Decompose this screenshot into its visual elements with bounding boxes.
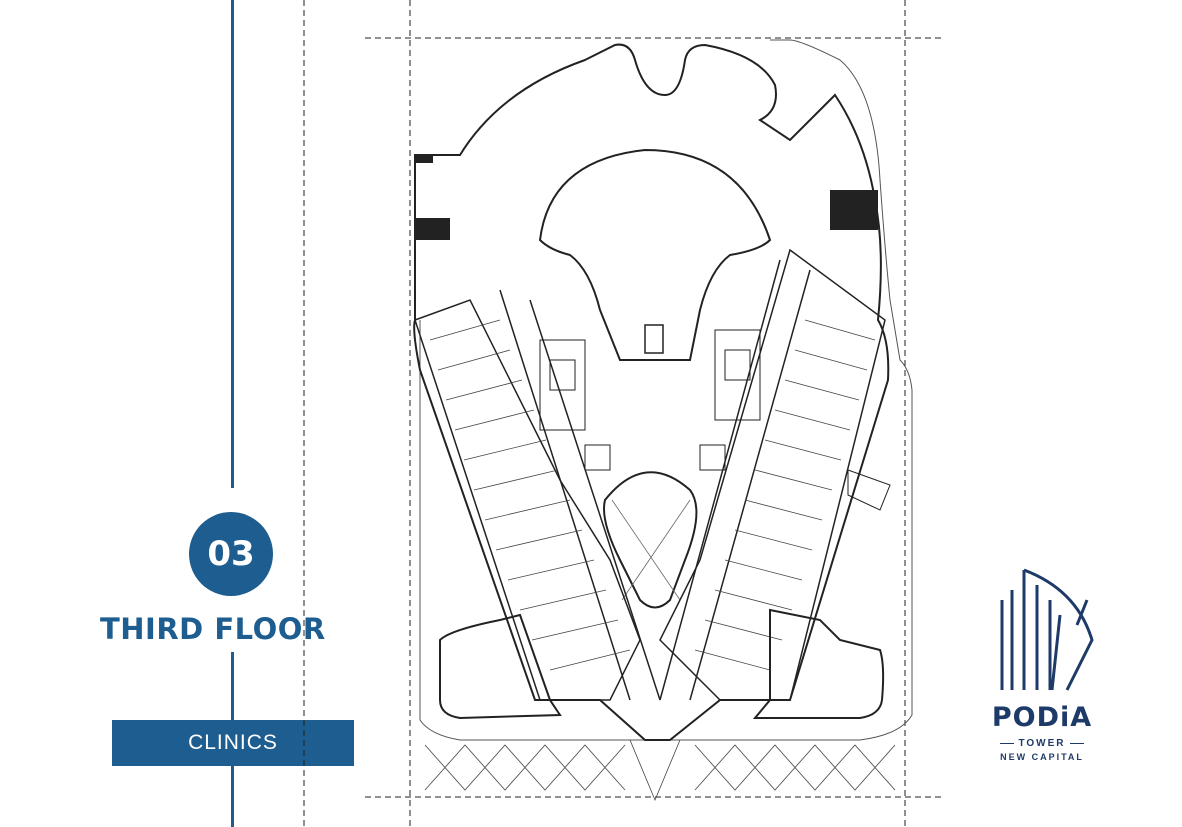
floor-plan-drawing [303,0,945,827]
site-boundary [419,39,913,741]
floor-use-tag: CLINICS [112,720,354,766]
logo-subtitle-row: TOWER [982,738,1102,749]
logo-wordmark: PODiA [991,702,1093,733]
central-atrium [538,148,772,361]
inner-void [603,471,698,609]
podia-logo: PODiA TOWER NEW CAPITAL [982,560,1102,770]
clinic-wing-right [659,248,886,701]
logo-subtitle: TOWER [1018,738,1066,749]
logo-rule-left [1000,742,1015,744]
logo-rule-right [1069,742,1084,744]
podium-right [752,608,885,719]
site-grid-lines [303,0,945,827]
vertical-rule-top [231,0,234,488]
tower-logo-icon [1000,568,1094,691]
core-void-black-left [416,218,450,240]
outer-wall [413,43,890,741]
canopy-truss [424,739,896,802]
podium-left [439,613,562,720]
service-cores [539,329,761,471]
floor-number: 03 [207,534,255,574]
floor-use-label: CLINICS [188,731,278,754]
floor-number-badge: 03 [189,512,273,596]
atrium-opening [644,324,664,354]
detached-pavilion [847,469,891,511]
clinic-partitions [429,319,876,671]
logo-location: NEW CAPITAL [1000,752,1084,762]
core-void-black-right [830,190,878,230]
void-diagonals [611,499,691,601]
clinic-wing-left [414,289,661,701]
floor-title: THIRD FLOOR [100,612,326,646]
edge-black-strip [415,155,433,163]
